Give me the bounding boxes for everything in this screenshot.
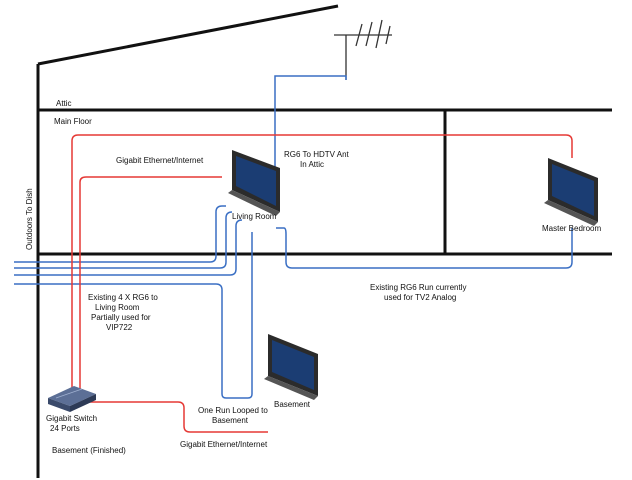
master-bedroom-label: Master Bedroom <box>542 224 601 233</box>
gigabit-ethernet-top-label: Gigabit Ethernet/Internet <box>116 156 204 165</box>
loop-label-1: One Run Looped to <box>198 406 268 415</box>
basement-tv-label: Basement <box>274 400 311 409</box>
switch-label-2: 24 Ports <box>50 424 80 433</box>
ethernet-master-bedroom-run <box>71 134 573 392</box>
ethernet-cables <box>71 134 573 433</box>
roof-line <box>37 4 339 66</box>
attic-label: Attic <box>56 99 72 108</box>
outdoors-dish-label: Outdoors To Dish <box>25 188 34 250</box>
existing-rg6-label-3: Partially used for <box>91 313 151 322</box>
living-room-label: Living Room <box>232 212 277 221</box>
loop-label-2: Basement <box>212 416 249 425</box>
existing-rg6-label-2: Living Room <box>95 303 140 312</box>
network-switch-icon <box>48 386 96 412</box>
coax-run-3 <box>14 219 243 276</box>
switch-label-1: Gigabit Switch <box>46 414 97 423</box>
rg6-antenna-label: RG6 To HDTV Ant <box>284 150 350 159</box>
existing-rg6-label-4: VIP722 <box>106 323 133 332</box>
tv-icon <box>264 334 318 400</box>
house-structure <box>36 4 612 478</box>
tv-icon <box>228 150 280 216</box>
existing-rg6-label-1: Existing 4 X RG6 to <box>88 293 158 302</box>
rg6-antenna-label-2: In Attic <box>300 160 324 169</box>
antenna-icon <box>334 19 392 80</box>
basement-finished-label: Basement (Finished) <box>52 446 126 455</box>
gigabit-ethernet-bottom-label: Gigabit Ethernet/Internet <box>180 440 268 449</box>
coax-master-bedroom-run <box>276 227 573 269</box>
existing-run-label-2: used for TV2 Analog <box>384 293 456 302</box>
main-floor-label: Main Floor <box>54 117 92 126</box>
coax-cables <box>14 75 573 399</box>
tv-icon <box>544 158 598 226</box>
coax-run-2 <box>14 211 233 269</box>
ethernet-living-room-run <box>79 176 222 392</box>
coax-run-1 <box>14 205 226 263</box>
coax-antenna-run <box>274 75 347 200</box>
existing-run-label-1: Existing RG6 Run currently <box>370 283 466 292</box>
coax-run-4-basement-loop <box>14 232 253 399</box>
ethernet-basement-run <box>88 401 268 433</box>
